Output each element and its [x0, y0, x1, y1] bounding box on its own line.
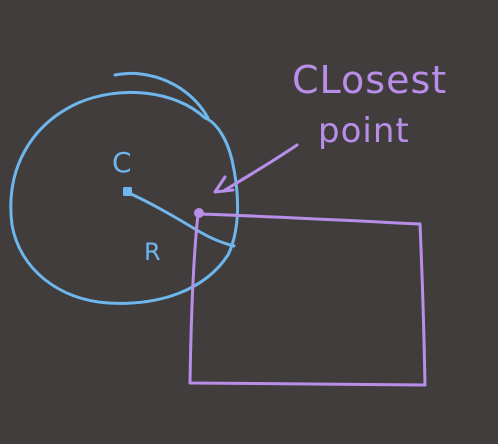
radius-line — [129, 192, 236, 248]
center-label: C — [112, 146, 132, 179]
circle-outline — [9, 90, 240, 305]
pointer-arrow-shaft — [223, 143, 299, 192]
closest-label-line1: CLosest — [292, 58, 447, 102]
closest-label-line2: point — [318, 111, 410, 151]
pointer-arrow-head — [213, 175, 235, 194]
closest-point-marker — [194, 208, 204, 218]
circle-overlap-stroke — [113, 72, 210, 120]
radius-label: R — [144, 238, 161, 266]
rectangle-outline — [188, 212, 427, 387]
